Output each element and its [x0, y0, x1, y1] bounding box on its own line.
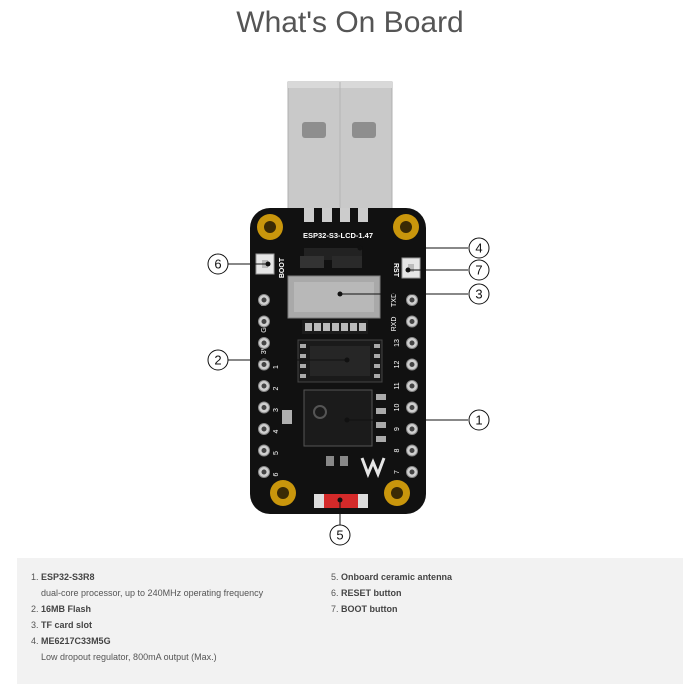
- pin-number: 2: [273, 386, 280, 390]
- pin-number: 10: [394, 404, 401, 412]
- legend-num: 6.: [331, 588, 339, 598]
- pin-hole: [409, 448, 415, 453]
- passive-components: [282, 394, 386, 466]
- legend-name: 16MB Flash: [41, 604, 92, 614]
- legend-item-1: 1. ESP32-S3R8: [31, 572, 95, 582]
- pin-numbers-right: 13 12 11 10 9 8 7: [394, 339, 401, 474]
- silkscreen-name: ESP32-S3-LCD-1.47: [303, 231, 373, 240]
- callout-label: 7: [475, 263, 482, 278]
- resistor-row: [302, 320, 368, 334]
- board-diagram: ESP32-S3-LCD-1.47 BOOT RST 5V GND 3V3 TX…: [207, 81, 490, 546]
- pin-number: 4: [273, 429, 280, 433]
- callout-5: 5: [329, 524, 351, 546]
- callout-label: 2: [214, 353, 221, 368]
- pin-hole: [409, 319, 415, 324]
- legend-num: 5.: [331, 572, 339, 582]
- label-txd: TXD: [391, 293, 398, 307]
- legend-name: TF card slot: [41, 620, 93, 630]
- legend-desc-1: dual-core processor, up to 240MHz operat…: [41, 588, 264, 598]
- page-title: What's On Board: [236, 6, 464, 39]
- legend-item-6: 6. RESET button: [331, 588, 402, 598]
- pin-hole: [261, 426, 267, 432]
- mounting-hole: [257, 214, 419, 506]
- legend-name: RESET button: [341, 588, 402, 598]
- rst-label: RST: [392, 263, 399, 278]
- legend-desc-4: Low dropout regulator, 800mA output (Max…: [41, 652, 217, 662]
- reset-button: [401, 257, 421, 279]
- logo-icon: [360, 457, 386, 479]
- legend-item-4: 4. ME6217C33M5G: [31, 636, 111, 646]
- legend-name: ESP32-S3R8: [41, 572, 95, 582]
- pin-hole: [261, 297, 267, 303]
- pin-hole: [261, 383, 267, 389]
- header-pins-left: [258, 294, 270, 478]
- pin-hole: [409, 469, 415, 475]
- pin-numbers-left: 1 2 3 4 5 6: [273, 365, 280, 477]
- legend-item-7: 7. BOOT button: [331, 604, 398, 614]
- callout-label: 5: [336, 528, 343, 543]
- pin-hole: [409, 297, 415, 303]
- usb-connector: [287, 81, 393, 211]
- legend-name: ME6217C33M5G: [41, 636, 111, 646]
- callout-3: 3: [468, 283, 490, 305]
- pin-hole: [409, 426, 415, 432]
- pin-hole: [261, 319, 267, 324]
- pin-hole: [261, 448, 267, 453]
- legend-panel: 1. ESP32-S3R8 dual-core processor, up to…: [17, 558, 683, 684]
- pin-number: 5: [273, 451, 280, 455]
- legend-num: 4.: [31, 636, 39, 646]
- pin-number: 3: [273, 408, 280, 412]
- pin-number: 1: [273, 365, 280, 369]
- pin-hole: [409, 383, 415, 389]
- pin-number: 6: [273, 472, 280, 476]
- callout-label: 4: [475, 241, 482, 256]
- legend-item-5: 5. Onboard ceramic antenna: [331, 572, 452, 582]
- pin-hole: [409, 362, 415, 367]
- callout-2: 2: [207, 349, 229, 371]
- pin-hole: [409, 340, 415, 346]
- tf-card-slot: [287, 275, 381, 319]
- pin-number: 8: [394, 448, 401, 452]
- pin-number: 9: [394, 427, 401, 431]
- legend-name: BOOT button: [341, 604, 398, 614]
- header-pins-right: [406, 294, 418, 478]
- pin-hole: [261, 405, 267, 410]
- pin-hole: [261, 362, 267, 367]
- legend-item-2: 2. 16MB Flash: [31, 604, 91, 614]
- legend-num: 7.: [331, 604, 339, 614]
- callout-label: 1: [475, 413, 482, 428]
- boot-label: BOOT: [279, 257, 286, 278]
- pin-number: 12: [394, 361, 401, 369]
- regulator-chip: [300, 248, 362, 268]
- pin-hole: [261, 469, 267, 475]
- pin-number: 7: [394, 470, 401, 474]
- legend-num: 2.: [31, 604, 39, 614]
- pin-number: 13: [394, 339, 401, 347]
- legend-num: 1.: [31, 572, 39, 582]
- esp32-chip: [303, 389, 373, 447]
- legend-item-3: 3. TF card slot: [31, 620, 92, 630]
- callout-label: 3: [475, 287, 482, 302]
- callout-6: 6: [207, 253, 229, 275]
- callout-lines: [228, 247, 468, 526]
- callout-label: 6: [214, 257, 221, 272]
- callout-7: 7: [468, 259, 490, 281]
- callout-4: 4: [468, 237, 490, 259]
- legend-name: Onboard ceramic antenna: [341, 572, 453, 582]
- legend-num: 3.: [31, 620, 39, 630]
- callout-dots: [265, 245, 411, 503]
- label-rxd: RXD: [391, 317, 398, 332]
- callout-1: 1: [468, 409, 490, 431]
- flash-chip: [297, 339, 383, 383]
- pin-hole: [409, 405, 415, 410]
- pin-number: 11: [394, 382, 401, 389]
- pin-hole: [261, 340, 267, 346]
